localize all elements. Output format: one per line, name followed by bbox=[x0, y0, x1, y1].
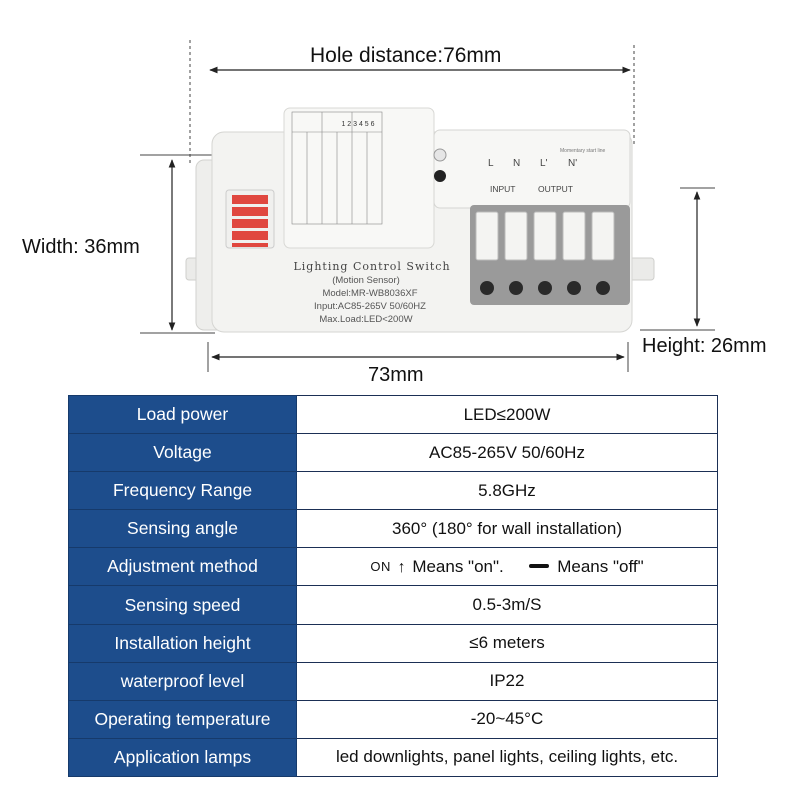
spec-label: Sensing angle bbox=[68, 509, 297, 549]
table-row: Sensing angle 360° (180° for wall instal… bbox=[68, 509, 718, 549]
spec-label: Installation height bbox=[68, 623, 297, 663]
table-row: Adjustment method ON ↑ Means "on". Means… bbox=[68, 547, 718, 587]
spec-value: AC85-265V 50/60Hz bbox=[296, 433, 718, 473]
svg-text:Input:AC85-265V 50/60HZ: Input:AC85-265V 50/60HZ bbox=[314, 301, 426, 312]
width-label: Width: 36mm bbox=[22, 236, 140, 258]
spec-value: IP22 bbox=[296, 661, 718, 701]
spec-value: LED≤200W bbox=[296, 394, 718, 435]
spec-label: waterproof level bbox=[68, 661, 297, 701]
hole-distance-dimension bbox=[189, 40, 635, 165]
spec-value: 0.5-3m/S bbox=[296, 585, 718, 625]
table-row: Application lamps led downlights, panel … bbox=[68, 737, 718, 777]
height-label: Height: 26mm bbox=[642, 335, 767, 357]
svg-text:L': L' bbox=[540, 158, 548, 169]
spec-label: Operating temperature bbox=[68, 699, 297, 739]
svg-text:Max.Load:LED<200W: Max.Load:LED<200W bbox=[319, 314, 412, 325]
spec-label: Voltage bbox=[68, 433, 297, 473]
svg-text:(Motion Sensor): (Motion Sensor) bbox=[332, 275, 400, 286]
spec-label: Frequency Range bbox=[68, 471, 297, 511]
spec-label: Load power bbox=[68, 394, 297, 435]
svg-text:N': N' bbox=[568, 158, 577, 169]
dash-icon bbox=[528, 563, 549, 568]
height-dimension bbox=[640, 187, 715, 331]
svg-text:Lighting Control Switch: Lighting Control Switch bbox=[293, 260, 450, 273]
table-row: Operating temperature -20~45°C bbox=[68, 699, 718, 739]
spec-label: Adjustment method bbox=[68, 547, 297, 587]
svg-text:INPUT: INPUT bbox=[490, 184, 516, 194]
spec-value: 5.8GHz bbox=[296, 471, 718, 511]
sensor-device: 1 2 3 4 5 6 Lighting Control Switch (Mot… bbox=[185, 107, 655, 333]
spec-value: 360° (180° for wall installation) bbox=[296, 509, 718, 549]
dip-table bbox=[291, 111, 383, 225]
svg-text:Momentary start line: Momentary start line bbox=[560, 148, 606, 154]
length-dimension bbox=[207, 342, 629, 372]
table-row: Load power LED≤200W bbox=[68, 394, 718, 435]
arrow-up-icon: ↑ bbox=[397, 558, 406, 576]
table-row: Voltage AC85-265V 50/60Hz bbox=[68, 433, 718, 473]
svg-text:L: L bbox=[488, 158, 494, 169]
svg-text:1 2 3 4 5 6: 1 2 3 4 5 6 bbox=[341, 121, 374, 128]
svg-text:OUTPUT: OUTPUT bbox=[538, 184, 573, 194]
svg-text:N: N bbox=[513, 158, 520, 169]
spec-value: ≤6 meters bbox=[296, 623, 718, 663]
spec-value-adjustment: ON ↑ Means "on". Means "off" bbox=[296, 547, 718, 587]
on-meaning: Means "on". bbox=[412, 556, 504, 576]
spec-label: Application lamps bbox=[68, 737, 297, 777]
length-label: 73mm bbox=[368, 364, 424, 386]
spec-value: led downlights, panel lights, ceiling li… bbox=[296, 737, 718, 777]
table-row: Frequency Range 5.8GHz bbox=[68, 471, 718, 511]
spec-label: Sensing speed bbox=[68, 585, 297, 625]
on-word: ON bbox=[370, 558, 391, 574]
table-row: waterproof level IP22 bbox=[68, 661, 718, 701]
table-row: Sensing speed 0.5-3m/S bbox=[68, 585, 718, 625]
product-drawing: 1 2 3 4 5 6 Lighting Control Switch (Mot… bbox=[140, 40, 715, 372]
table-row: Installation height ≤6 meters bbox=[68, 623, 718, 663]
hole-distance-label: Hole distance:76mm bbox=[310, 44, 502, 67]
dip-switch bbox=[225, 189, 275, 249]
off-meaning: Means "off" bbox=[557, 556, 644, 576]
spec-value: -20~45°C bbox=[296, 699, 718, 739]
svg-text:Model:MR-WB8036XF: Model:MR-WB8036XF bbox=[322, 288, 417, 299]
terminal-block bbox=[470, 205, 630, 305]
spec-table: Load power LED≤200W Voltage AC85-265V 50… bbox=[68, 394, 718, 777]
